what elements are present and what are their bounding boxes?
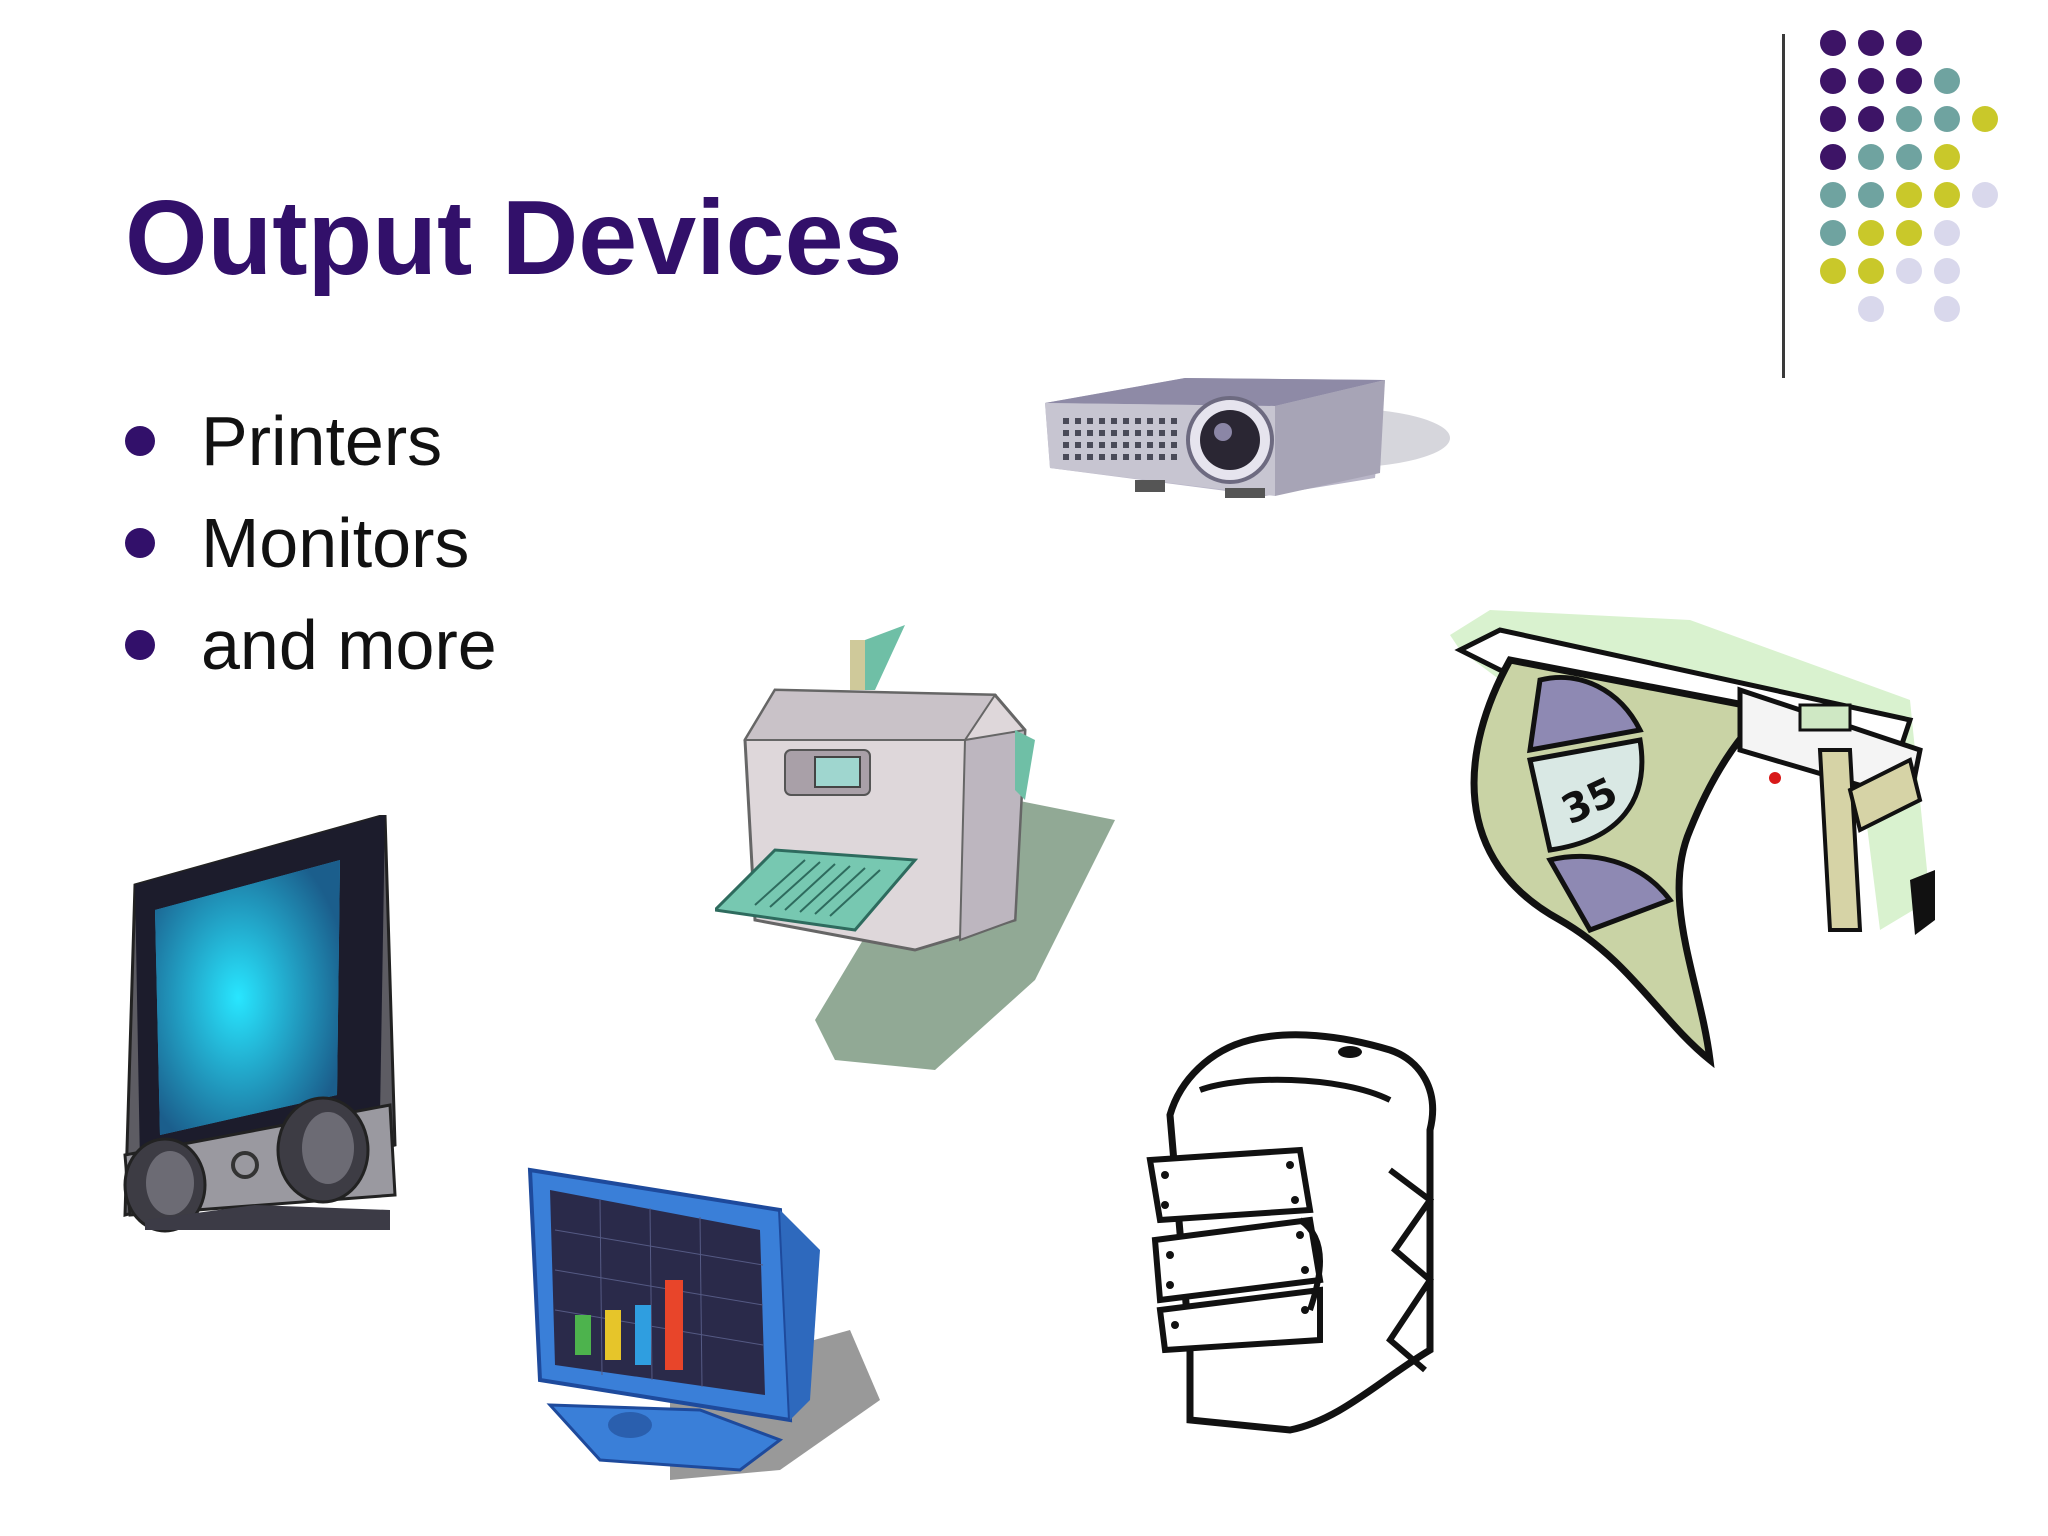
decorative-dot xyxy=(1972,182,1998,208)
decorative-dot xyxy=(1858,220,1884,246)
decorative-dot xyxy=(1820,220,1846,246)
decorative-dot xyxy=(1858,30,1884,56)
decorative-dot-grid xyxy=(1820,30,2020,330)
bullet-item: Printers xyxy=(125,390,497,492)
flat-panel-monitor-icon xyxy=(123,815,397,1233)
decorative-dot xyxy=(1934,106,1960,132)
decorative-dot xyxy=(1820,182,1846,208)
decorative-dot xyxy=(1896,30,1922,56)
decorative-dot xyxy=(1858,68,1884,94)
decorative-dot xyxy=(1858,106,1884,132)
bullet-list: Printers Monitors and more xyxy=(125,390,497,696)
decorative-dot xyxy=(1820,144,1846,170)
decorative-dot xyxy=(1820,68,1846,94)
crt-monitor-icon xyxy=(527,1167,880,1480)
decorative-dot xyxy=(1896,106,1922,132)
decorative-dot xyxy=(1858,296,1884,322)
bullet-item: and more xyxy=(125,594,497,696)
projector-icon xyxy=(1045,378,1450,498)
decorative-dot xyxy=(1896,182,1922,208)
decorative-dot xyxy=(1896,68,1922,94)
decorative-dot xyxy=(1858,182,1884,208)
plotter-icon: 35 xyxy=(1450,610,1935,1069)
bullet-label: Printers xyxy=(201,402,443,480)
decorative-dot xyxy=(1820,258,1846,284)
decorative-dot xyxy=(1896,258,1922,284)
decorative-dot xyxy=(1934,296,1960,322)
title-divider-line xyxy=(1782,34,1785,378)
decorative-dot xyxy=(1896,144,1922,170)
decorative-dot xyxy=(1858,144,1884,170)
bullet-dot-icon xyxy=(125,528,155,558)
decorative-dot xyxy=(1934,144,1960,170)
decorative-dot xyxy=(1972,106,1998,132)
decorative-dot xyxy=(1934,258,1960,284)
bullet-label: Monitors xyxy=(201,504,470,582)
dot-matrix-printer-icon xyxy=(1146,1031,1437,1434)
bullet-dot-icon xyxy=(125,630,155,660)
decorative-dot xyxy=(1934,68,1960,94)
decorative-dot xyxy=(1934,182,1960,208)
decorative-dot xyxy=(1934,220,1960,246)
decorative-dot xyxy=(1896,220,1922,246)
laser-printer-icon xyxy=(715,625,1115,1070)
decorative-dot xyxy=(1820,106,1846,132)
slide-title: Output Devices xyxy=(125,179,903,297)
decorative-dot xyxy=(1858,258,1884,284)
bullet-dot-icon xyxy=(125,426,155,456)
decorative-dot xyxy=(1820,30,1846,56)
bullet-label: and more xyxy=(201,606,497,684)
bullet-item: Monitors xyxy=(125,492,497,594)
